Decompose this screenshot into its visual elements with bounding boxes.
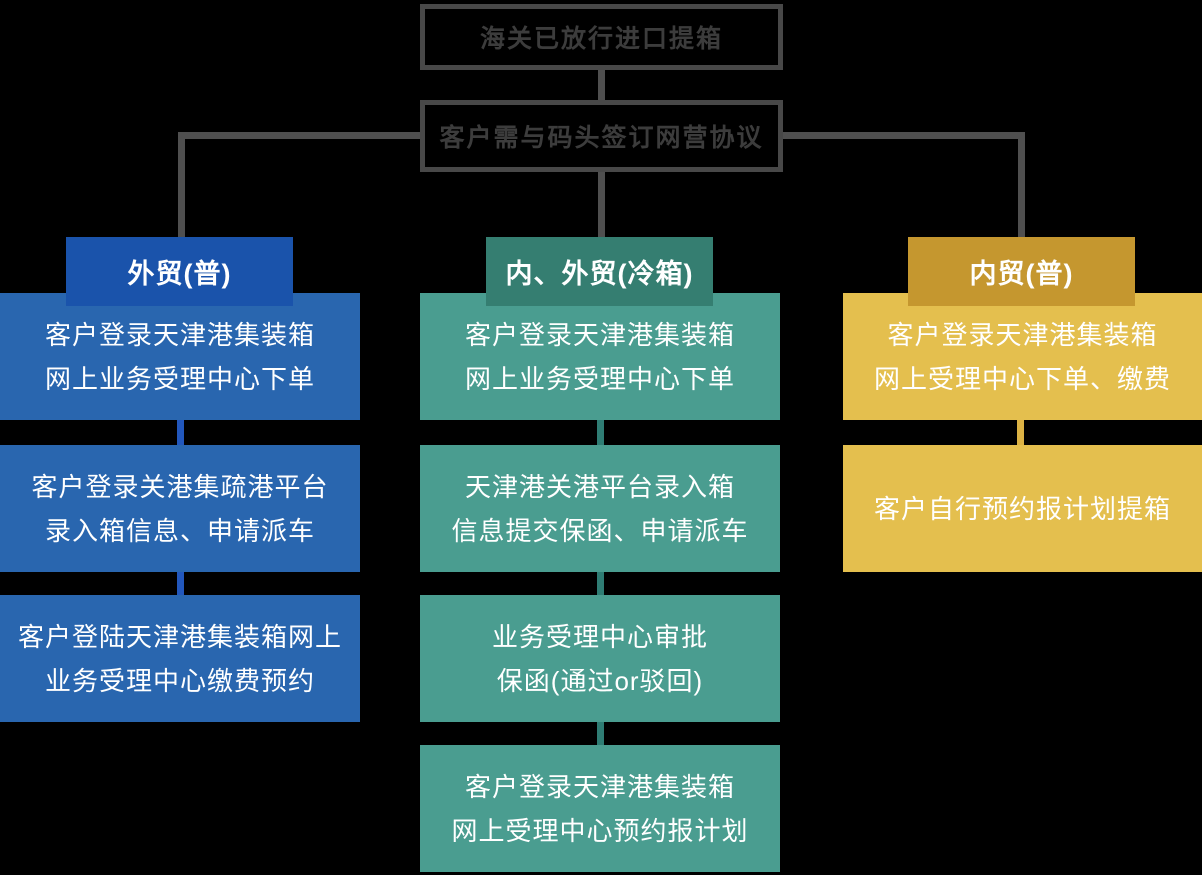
connector-domestic-foreign-trade-reefer-step3-step4 <box>597 722 604 745</box>
flow-step-line: 网上受理中心下单、缴费 <box>873 363 1171 394</box>
flow-step-line: 信息提交保函、申请派车 <box>451 515 749 546</box>
flow-step-domestic-trade-general-2: 客户自行预约报计划提箱 <box>843 445 1202 572</box>
flow-node-customs-release-label: 海关已放行进口提箱 <box>479 25 723 53</box>
branch-header-domestic-trade-general: 内贸(普) <box>908 237 1135 306</box>
connector-left-horizontal <box>178 132 420 139</box>
connector-domestic-trade-general-step1-step2 <box>1017 420 1024 445</box>
connector-domestic-foreign-trade-reefer-step1-step2 <box>597 420 604 445</box>
flow-step-domestic-foreign-trade-reefer-2: 天津港关港平台录入箱信息提交保函、申请派车 <box>420 445 780 572</box>
connector-left-vertical <box>178 132 185 237</box>
flow-step-line: 业务受理中心缴费预约 <box>44 665 315 696</box>
flow-step-foreign-trade-general-3: 客户登陆天津港集装箱网上业务受理中心缴费预约 <box>0 595 360 722</box>
connector-right-vertical <box>1018 132 1025 237</box>
flow-step-line: 客户登录关港集疏港平台 <box>31 471 329 502</box>
flow-step-line: 客户登陆天津港集装箱网上 <box>17 621 342 652</box>
connector-top-vertical <box>598 70 605 100</box>
flow-step-line: 客户登录天津港集装箱 <box>464 771 735 802</box>
flow-step-foreign-trade-general-2: 客户登录关港集疏港平台录入箱信息、申请派车 <box>0 445 360 572</box>
flow-step-line: 客户登录天津港集装箱 <box>887 319 1158 350</box>
connector-foreign-trade-general-step1-step2 <box>177 420 184 445</box>
flow-step-domestic-foreign-trade-reefer-3: 业务受理中心审批保函(通过or驳回) <box>420 595 780 722</box>
flow-step-line: 录入箱信息、申请派车 <box>44 515 315 546</box>
flow-step-domestic-trade-general-1: 客户登录天津港集装箱网上受理中心下单、缴费 <box>843 293 1202 420</box>
flow-node-terminal-agreement: 客户需与码头签订网营协议 <box>420 100 783 172</box>
flow-step-line: 网上业务受理中心下单 <box>44 363 315 394</box>
branch-header-foreign-trade-general: 外贸(普) <box>66 237 293 306</box>
flow-step-line: 网上受理中心预约报计划 <box>451 815 749 846</box>
connector-domestic-foreign-trade-reefer-step2-step3 <box>597 572 604 595</box>
flow-step-line: 客户登录天津港集装箱 <box>464 319 735 350</box>
connector-right-horizontal <box>783 132 1025 139</box>
connector-foreign-trade-general-step2-step3 <box>177 572 184 595</box>
flow-step-line: 网上业务受理中心下单 <box>464 363 735 394</box>
connector-middle-vertical <box>598 172 605 237</box>
flow-step-line: 客户登录天津港集装箱 <box>44 319 315 350</box>
flow-node-customs-release: 海关已放行进口提箱 <box>420 4 783 70</box>
flow-step-domestic-foreign-trade-reefer-4: 客户登录天津港集装箱网上受理中心预约报计划 <box>420 745 780 872</box>
branch-header-domestic-foreign-trade-reefer: 内、外贸(冷箱) <box>486 237 713 306</box>
flow-step-line: 天津港关港平台录入箱 <box>464 471 735 502</box>
flow-step-domestic-foreign-trade-reefer-1: 客户登录天津港集装箱网上业务受理中心下单 <box>420 293 780 420</box>
flow-step-line: 客户自行预约报计划提箱 <box>873 493 1171 524</box>
flow-step-line: 保函(通过or驳回) <box>496 665 704 696</box>
flow-step-foreign-trade-general-1: 客户登录天津港集装箱网上业务受理中心下单 <box>0 293 360 420</box>
flow-step-line: 业务受理中心审批 <box>491 621 708 652</box>
flow-node-terminal-agreement-label: 客户需与码头签订网营协议 <box>439 124 764 152</box>
